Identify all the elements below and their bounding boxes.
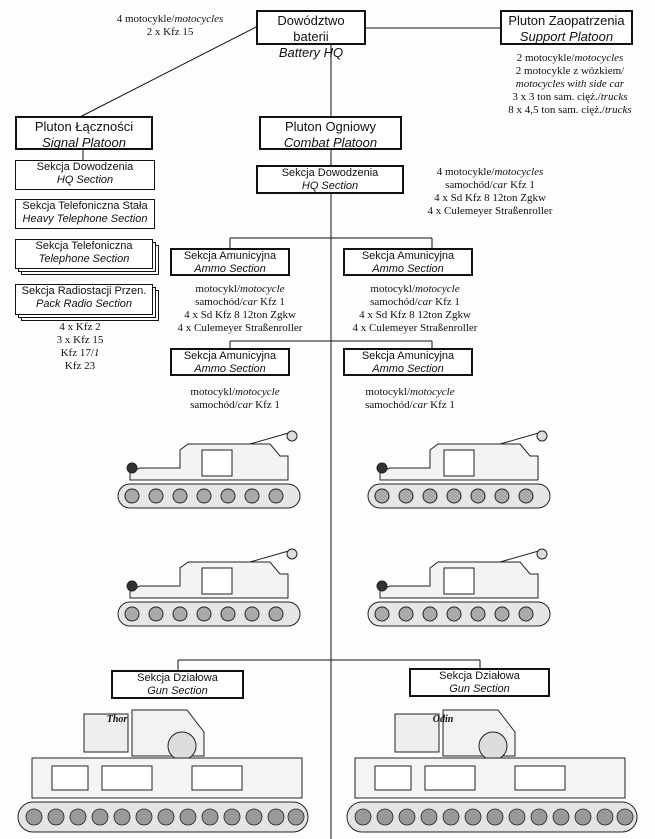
section-label-en: Ammo Section [194, 363, 266, 375]
note-line: samochód/car Kfz 1 [195, 296, 285, 308]
section-label-pl: Sekcja Działowa [439, 670, 520, 682]
ammo-carrier-drawing [367, 430, 551, 509]
ammo-carrier-illustration [360, 428, 555, 514]
battery-hq-title: Dowództwo baterii [277, 13, 345, 44]
section-label-en: Pack Radio Section [36, 298, 132, 310]
section-label-pl: Sekcja Telefoniczna [35, 240, 133, 252]
note-line: motocykl/motocycle [190, 386, 280, 398]
ammo-carrier-illustration [110, 546, 305, 632]
note-line: 8 x 4,5 ton sam. cięż./trucks [508, 104, 632, 116]
gun-name-odin: Odin [433, 714, 454, 725]
note-line: 4 x Sd Kfz 8 12ton Zgkw [359, 309, 471, 321]
section-label-en: Gun Section [147, 685, 208, 697]
note-line: motocykl/motocycle [365, 386, 455, 398]
note-line: 2 x Kfz 15 [146, 26, 194, 38]
note-line: Kfz 23 [64, 360, 96, 372]
ammo-section-2: Sekcja Amunicyjna Ammo Section [343, 248, 473, 276]
section-label-en: HQ Section [301, 180, 359, 192]
note-line: 3 x 3 ton sam. cięż./trucks [512, 91, 628, 103]
combat-platoon-box: Pluton Ogniowy Combat Platoon [259, 116, 402, 150]
ammo-carrier-illustration [110, 428, 305, 514]
section-label-pl: Sekcja Dowodzenia [281, 167, 379, 179]
combat-platoon-title: Pluton Ogniowy [284, 119, 377, 134]
karl-mortar-drawing: Odin [346, 709, 638, 833]
signal-pack-radio-section: Sekcja Radiostacji Przen. Pack Radio Sec… [15, 284, 153, 315]
ammo-section-3-vehicles: motocykl/motocycle samochód/car Kfz 1 [170, 386, 300, 412]
section-label-en: Ammo Section [194, 263, 266, 275]
ammo-section-1: Sekcja Amunicyjna Ammo Section [170, 248, 290, 276]
gun-name-thor: Thor [107, 714, 128, 725]
note-line: samochód/car Kfz 1 [370, 296, 460, 308]
ammo-section-1-vehicles: motocykl/motocycle samochód/car Kfz 1 4 … [170, 283, 310, 335]
karl-mortar-illustration: Odin [345, 706, 645, 839]
note-line: samochód/car Kfz 1 [190, 399, 280, 411]
note-line: samochód/car Kfz 1 [365, 399, 455, 411]
combat-hq-section: Sekcja Dowodzenia HQ Section [256, 165, 404, 194]
karl-mortar-illustration: Thor [12, 706, 312, 839]
note-line: Kfz 17/1 [60, 347, 100, 359]
battery-hq-subtitle: Battery HQ [278, 45, 344, 60]
note-line: motocykl/motocycle [195, 283, 285, 295]
ammo-section-2-vehicles: motocykl/motocycle samochód/car Kfz 1 4 … [345, 283, 485, 335]
note-line: 2 motocykle z wózkiem/ [515, 65, 625, 77]
combat-platoon-subtitle: Combat Platoon [283, 135, 378, 150]
signal-platoon-box: Pluton Łączności Signal Platoon [15, 116, 153, 150]
ammo-section-4: Sekcja Amunicyjna Ammo Section [343, 348, 473, 376]
note-line: 2 motocykle/motocycles [516, 52, 624, 64]
battery-hq-box: Dowództwo baterii Battery HQ [256, 10, 366, 60]
section-label-en: Heavy Telephone Section [22, 213, 148, 225]
signal-telephone-section: Sekcja Telefoniczna Telephone Section [15, 239, 153, 269]
ammo-carrier-drawing [117, 430, 301, 509]
ammo-carrier-illustration [360, 546, 555, 632]
ammo-section-4-vehicles: motocykl/motocycle samochód/car Kfz 1 [345, 386, 475, 412]
section-label-pl: Sekcja Radiostacji Przen. [21, 285, 147, 297]
section-label-en: HQ Section [56, 174, 114, 186]
note-line: 4 x Culemeyer Straßenroller [352, 322, 478, 334]
section-label-en: Ammo Section [372, 263, 444, 275]
section-label-pl: Sekcja Amunicyjna [361, 250, 455, 262]
note-line: 4 motocykle/motocycles [116, 13, 224, 25]
section-label-pl: Sekcja Telefoniczna Stała [22, 200, 148, 212]
karl-mortar-drawing: Thor [17, 709, 309, 833]
support-platoon-box: Pluton Zaopatrzenia Support Platoon [500, 10, 633, 45]
section-label-en: Gun Section [449, 683, 510, 695]
section-label-pl: Sekcja Amunicyjna [361, 350, 455, 362]
gun-section-2: Sekcja Działowa Gun Section [409, 668, 550, 697]
note-line: 3 x Kfz 15 [56, 334, 104, 346]
section-label-pl: Sekcja Działowa [137, 672, 218, 684]
support-platoon-vehicles: 2 motocykle/motocycles 2 motocykle z wóz… [490, 52, 650, 117]
gun-section-1: Sekcja Działowa Gun Section [111, 670, 244, 699]
ammo-section-3: Sekcja Amunicyjna Ammo Section [170, 348, 290, 376]
signal-platoon-title: Pluton Łączności [34, 119, 134, 134]
note-line: 4 x Culemeyer Straßenroller [177, 322, 303, 334]
combat-hq-vehicles: 4 motocykle/motocycles samochód/car Kfz … [410, 166, 570, 218]
note-line: 4 x Culemeyer Straßenroller [427, 205, 553, 217]
signal-platoon-subtitle: Signal Platoon [42, 135, 126, 150]
signal-platoon-vehicles: 4 x Kfz 2 3 x Kfz 15 Kfz 17/1 Kfz 23 [30, 321, 130, 373]
note-line: motocykl/motocycle [370, 283, 460, 295]
ammo-carrier-drawing [367, 548, 551, 627]
signal-heavy-telephone-section: Sekcja Telefoniczna Stała Heavy Telephon… [15, 199, 155, 229]
note-line: motocycles with side car [515, 78, 625, 90]
section-label-pl: Sekcja Amunicyjna [183, 350, 277, 362]
section-label-en: Ammo Section [372, 363, 444, 375]
ammo-carrier-drawing [117, 548, 301, 627]
section-label-en: Telephone Section [38, 253, 130, 265]
note-line: 4 x Sd Kfz 8 12ton Zgkw [434, 192, 546, 204]
support-platoon-subtitle: Support Platoon [519, 29, 614, 44]
section-label-pl: Sekcja Amunicyjna [183, 250, 277, 262]
note-line: 4 x Kfz 2 [59, 321, 101, 333]
note-line: samochód/car Kfz 1 [445, 179, 535, 191]
section-label-pl: Sekcja Dowodzenia [36, 161, 134, 173]
battery-hq-vehicles: 4 motocykle/motocycles 2 x Kfz 15 [100, 13, 240, 39]
signal-hq-section: Sekcja Dowodzenia HQ Section [15, 160, 155, 190]
support-platoon-title: Pluton Zaopatrzenia [508, 13, 625, 28]
note-line: 4 motocykle/motocycles [436, 166, 544, 178]
note-line: 4 x Sd Kfz 8 12ton Zgkw [184, 309, 296, 321]
